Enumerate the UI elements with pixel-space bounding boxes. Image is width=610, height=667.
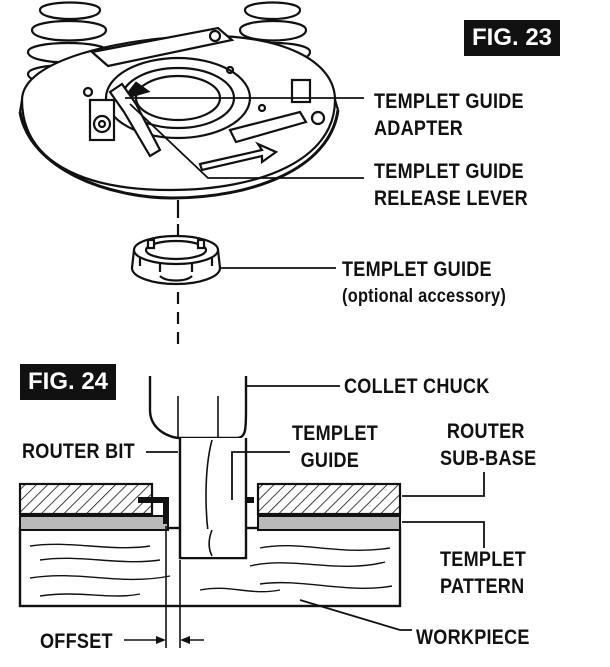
fig-24-title: FIG. 24 bbox=[20, 364, 117, 400]
label-release-line2: RELEASE LEVER bbox=[374, 187, 528, 210]
templet-pattern-left bbox=[19, 515, 169, 531]
templet-guide-ring bbox=[130, 234, 222, 286]
label-templet-guide-accessory: TEMPLET GUIDE (optional accessory) bbox=[342, 256, 506, 310]
label-offset: OFFSET bbox=[40, 630, 113, 653]
sub-base-right bbox=[256, 482, 402, 516]
label-guide-line1: TEMPLET GUIDE bbox=[342, 258, 492, 281]
label-templet-guide-line1: TEMPLET bbox=[292, 422, 379, 445]
label-templet-guide-release-lever: TEMPLET GUIDE RELEASE LEVER bbox=[374, 158, 528, 212]
label-templet-pattern: TEMPLET PATTERN bbox=[440, 546, 526, 600]
label-templet-guide-line2: GUIDE bbox=[300, 449, 360, 472]
leaders-fig23 bbox=[125, 97, 364, 269]
label-guide-line2: (optional accessory) bbox=[342, 286, 507, 307]
templet-pattern-right bbox=[257, 515, 401, 531]
cross-section-drawing bbox=[18, 376, 402, 648]
label-adapter-line2: ADAPTER bbox=[374, 117, 464, 140]
router-base-drawing bbox=[18, 1, 340, 200]
collet-chuck bbox=[148, 376, 248, 440]
label-adapter-line1: TEMPLET GUIDE bbox=[374, 90, 524, 113]
label-subbase-line2: SUB-BASE bbox=[440, 447, 537, 470]
label-pattern-line2: PATTERN bbox=[440, 575, 525, 598]
label-templet-guide: TEMPLET GUIDE bbox=[292, 420, 378, 474]
label-pattern-line1: TEMPLET bbox=[440, 548, 527, 571]
label-templet-guide-adapter: TEMPLET GUIDE ADAPTER bbox=[374, 88, 524, 142]
release-lever bbox=[108, 82, 162, 158]
label-router-sub-base: ROUTER SUB-BASE bbox=[440, 418, 536, 472]
fig-23-title: FIG. 23 bbox=[464, 20, 561, 56]
wood-grain bbox=[29, 543, 393, 597]
label-router-bit: ROUTER BIT bbox=[22, 440, 135, 463]
router-bit bbox=[178, 438, 248, 560]
templet-guide-left bbox=[138, 497, 169, 524]
label-subbase-line1: ROUTER bbox=[446, 420, 525, 443]
label-collet-chuck: COLLET CHUCK bbox=[344, 375, 490, 398]
leaders-fig24 bbox=[146, 385, 485, 631]
label-release-line1: TEMPLET GUIDE bbox=[374, 160, 524, 183]
sub-base-left bbox=[18, 482, 154, 516]
label-workpiece: WORKPIECE bbox=[416, 626, 530, 649]
